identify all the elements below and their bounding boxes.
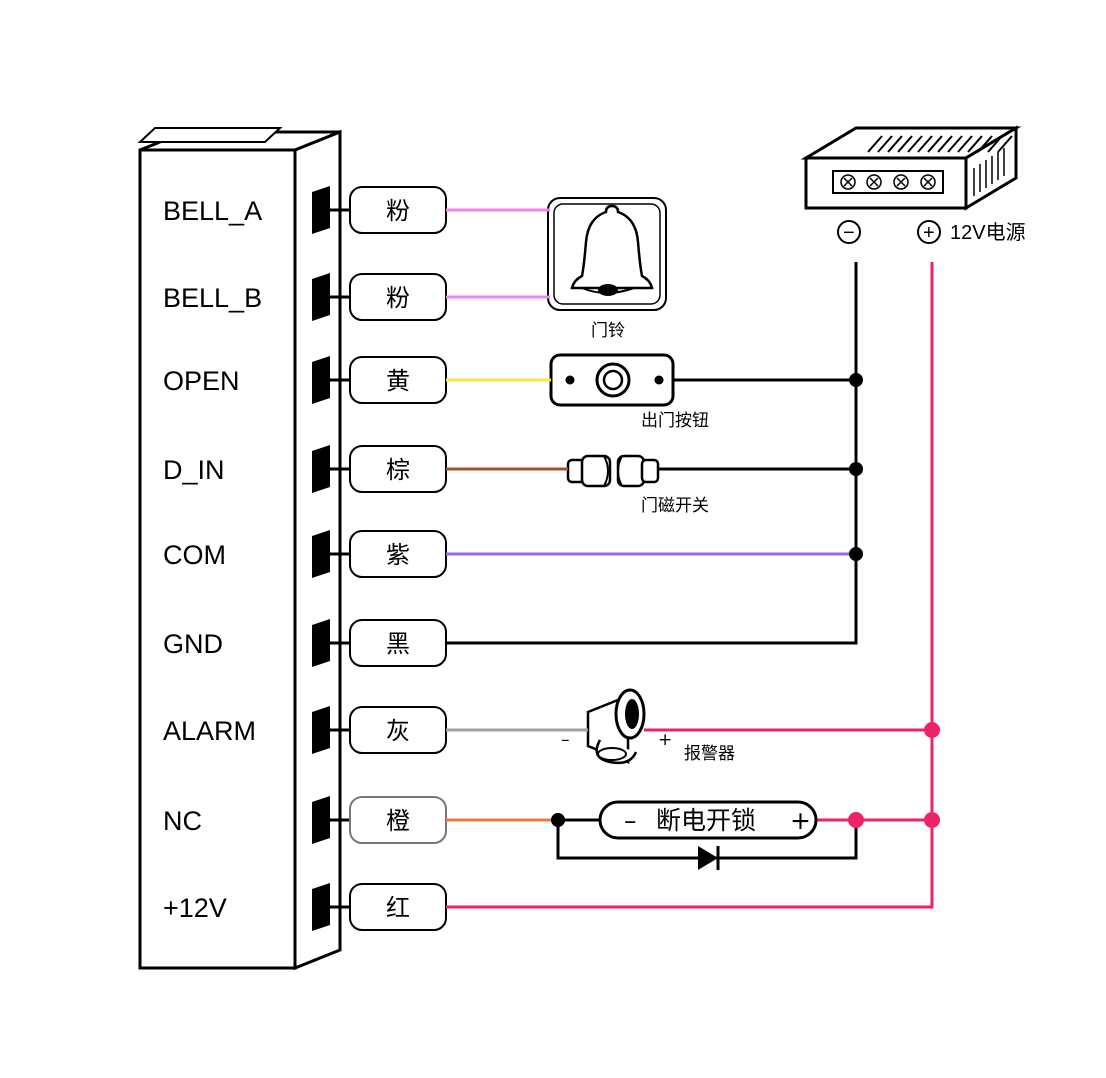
psu-vents [867, 135, 1013, 196]
terminal-block [312, 273, 330, 321]
bell-icon [570, 204, 654, 296]
terminal-label: BELL_B [163, 283, 262, 313]
terminal-label: D_IN [163, 455, 225, 485]
alarm-plus-sign: + [658, 730, 672, 750]
terminal-block [312, 356, 330, 404]
terminal-label: +12V [163, 893, 227, 923]
psu-vent-slot [987, 135, 1003, 153]
wire-color-label: 红 [386, 894, 410, 922]
wire-color-label: 棕 [386, 456, 410, 484]
terminal-row: BELL_A 粉 [163, 186, 447, 234]
terminal-row: ALARM 灰 [163, 706, 447, 754]
exit-button-screw-right [654, 375, 664, 385]
psu-screw-slot [869, 177, 879, 187]
psu-vent-slot [897, 135, 913, 153]
bell-label: 门铃 [591, 321, 625, 341]
terminal-block [312, 883, 330, 931]
psu-vent-slot [967, 135, 983, 153]
lock-label: 断电开锁 [656, 806, 756, 835]
junction-open [849, 373, 863, 387]
terminal-block [312, 619, 330, 667]
terminal-row: +12V 红 [163, 883, 447, 931]
psu-screw-slot [923, 177, 933, 187]
wire-plus-12v [446, 262, 934, 909]
psu-minus-sign: − [843, 222, 855, 244]
lock-minus-sign: – [624, 806, 637, 835]
psu-screw-slot [896, 177, 906, 187]
wire-color-label: 粉 [386, 284, 410, 312]
lock-plus-sign: + [790, 806, 811, 835]
psu-vent-slot [957, 135, 973, 153]
terminal-label: COM [163, 540, 226, 570]
exit-button-label: 出门按钮 [641, 411, 709, 431]
psu-vent-slot [917, 135, 933, 153]
terminal-block [312, 445, 330, 493]
psu-vent-slot [927, 135, 943, 153]
terminal-label: GND [163, 629, 223, 659]
psu-minus-circle [837, 220, 861, 244]
psu-vent-slot [887, 135, 903, 153]
psu-vent-slot [867, 135, 883, 153]
terminal-label: OPEN [163, 366, 240, 396]
wire-color-label: 黑 [386, 630, 410, 658]
bell-frame-inner [553, 203, 661, 305]
door-bell: 门铃 [547, 197, 667, 341]
junction-d-in [849, 462, 863, 476]
junction-com [849, 547, 863, 561]
psu-plus-circle [917, 220, 941, 244]
junction-alarm-positive [924, 722, 940, 738]
power-label: 12V电源 [950, 221, 1026, 244]
wire-color-label: 黄 [386, 367, 410, 395]
terminal-block [312, 186, 330, 234]
door-sensor-label: 门磁开关 [641, 496, 709, 516]
psu-vent-slot [947, 135, 963, 153]
terminal-row: GND 黑 [163, 619, 447, 667]
junction-nc [551, 813, 565, 827]
psu-screws [840, 174, 936, 190]
terminal-block [312, 706, 330, 754]
alarm-label: 报警器 [684, 744, 735, 764]
terminal-block [312, 796, 330, 844]
psu-vent-slot [997, 135, 1013, 153]
psu-vent-slot [877, 135, 893, 153]
wire-color-label: 粉 [386, 197, 410, 225]
diode-symbol [698, 846, 720, 870]
electric-lock: – 断电开锁 + [598, 800, 818, 840]
terminal-row: D_IN 棕 [163, 445, 447, 493]
terminal-row: OPEN 黄 [163, 356, 447, 404]
junction-lock-positive [848, 812, 864, 828]
wire-color-label: 灰 [386, 717, 410, 745]
wire-color-label: 紫 [386, 541, 410, 569]
terminal-label: NC [163, 806, 202, 836]
power-supply: − + 12V电源 [800, 125, 1026, 244]
terminal-row: NC 橙 [163, 796, 447, 844]
lock-body [598, 800, 818, 840]
door-sensor: 门磁开关 [566, 454, 709, 516]
junction-dots [551, 373, 940, 828]
alarm-siren: – + 报警器 [561, 688, 735, 765]
psu-terminal-strip [832, 170, 944, 194]
terminal-rows: BELL_A 粉 BELL_B 粉 OPEN 黄 D_IN 棕 COM 紫 GND 黑 ALARM 灰 NC… [163, 186, 447, 931]
wire-color-label: 橙 [386, 807, 410, 835]
controller-top-lip [137, 127, 283, 143]
exit-button-screw-left [565, 375, 575, 385]
controller-front-face [138, 148, 297, 970]
terminal-row: BELL_B 粉 [163, 273, 447, 321]
wires [446, 208, 934, 909]
alarm-minus-sign: – [561, 730, 570, 750]
psu-plus-sign: + [923, 222, 935, 244]
terminal-label: ALARM [163, 716, 256, 746]
psu-screw-slot [843, 177, 853, 187]
terminal-label: BELL_A [163, 196, 262, 226]
psu-vent-slot [977, 135, 993, 153]
junction-lock-supply [924, 812, 940, 828]
terminal-block [312, 530, 330, 578]
exit-button-cap [602, 369, 624, 391]
terminal-row: COM 紫 [163, 530, 447, 578]
exit-button: 出门按钮 [549, 353, 709, 431]
wire-gnd [446, 262, 858, 645]
psu-vent-slot [937, 135, 953, 153]
psu-vent-slot [907, 135, 923, 153]
